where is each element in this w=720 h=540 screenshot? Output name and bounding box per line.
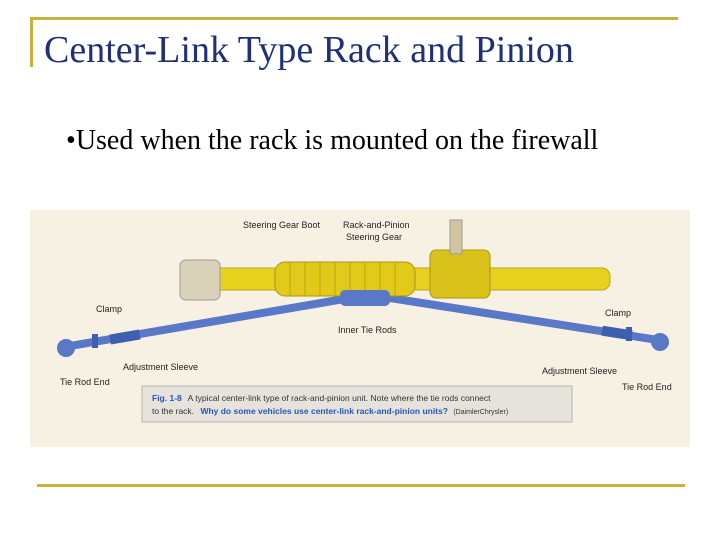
caption-line-2: to the rack. Why do some vehicles use ce… xyxy=(152,406,508,416)
caption-plate xyxy=(141,385,573,423)
frame-top-rule xyxy=(30,17,678,20)
steering-gear-body xyxy=(429,249,491,299)
label-clamp-right: Clamp xyxy=(605,308,631,318)
caption-text-2: to the rack. xyxy=(152,406,194,416)
label-steering-gear: Steering Gear xyxy=(346,232,402,242)
caption-fig-number: Fig. 1-8 xyxy=(152,393,182,403)
label-tie-rod-end-left: Tie Rod End xyxy=(60,377,110,387)
frame-left-rule xyxy=(30,17,33,67)
label-adjustment-sleeve-right: Adjustment Sleeve xyxy=(542,366,617,376)
right-adjustment-sleeve xyxy=(601,325,633,341)
center-link-bracket xyxy=(340,290,390,306)
left-adjustment-sleeve xyxy=(109,329,141,345)
label-inner-tie-rods: Inner Tie Rods xyxy=(338,325,397,335)
pinion-shaft xyxy=(449,219,463,255)
rack-and-pinion-figure: Steering Gear Boot Rack-and-Pinion Steer… xyxy=(30,210,690,447)
label-adjustment-sleeve-left: Adjustment Sleeve xyxy=(123,362,198,372)
bullet-glyph: • xyxy=(66,125,76,156)
bullet-item: •Used when the rack is mounted on the fi… xyxy=(66,124,626,158)
right-clamp xyxy=(626,327,632,341)
caption-question: Why do some vehicles use center-link rac… xyxy=(200,406,448,416)
caption-text-1: A typical center-link type of rack-and-p… xyxy=(188,393,491,403)
caption-credit: (DaimlerChrysler) xyxy=(453,409,508,416)
right-tie-rod-end xyxy=(651,333,669,351)
frame-bottom-rule xyxy=(37,484,685,487)
caption-line-1: Fig. 1-8 A typical center-link type of r… xyxy=(152,393,491,403)
label-clamp-left: Clamp xyxy=(96,304,122,314)
label-tie-rod-end-right: Tie Rod End xyxy=(622,382,672,392)
bullet-text: Used when the rack is mounted on the fir… xyxy=(75,125,599,156)
left-tie-rod-end xyxy=(57,339,75,357)
left-clamp xyxy=(92,334,98,348)
left-mount-bracket xyxy=(179,259,221,301)
slide-title: Center-Link Type Rack and Pinion xyxy=(44,29,574,71)
label-rack-and-pinion: Rack-and-Pinion xyxy=(343,220,410,230)
label-steering-gear-boot: Steering Gear Boot xyxy=(243,220,321,230)
